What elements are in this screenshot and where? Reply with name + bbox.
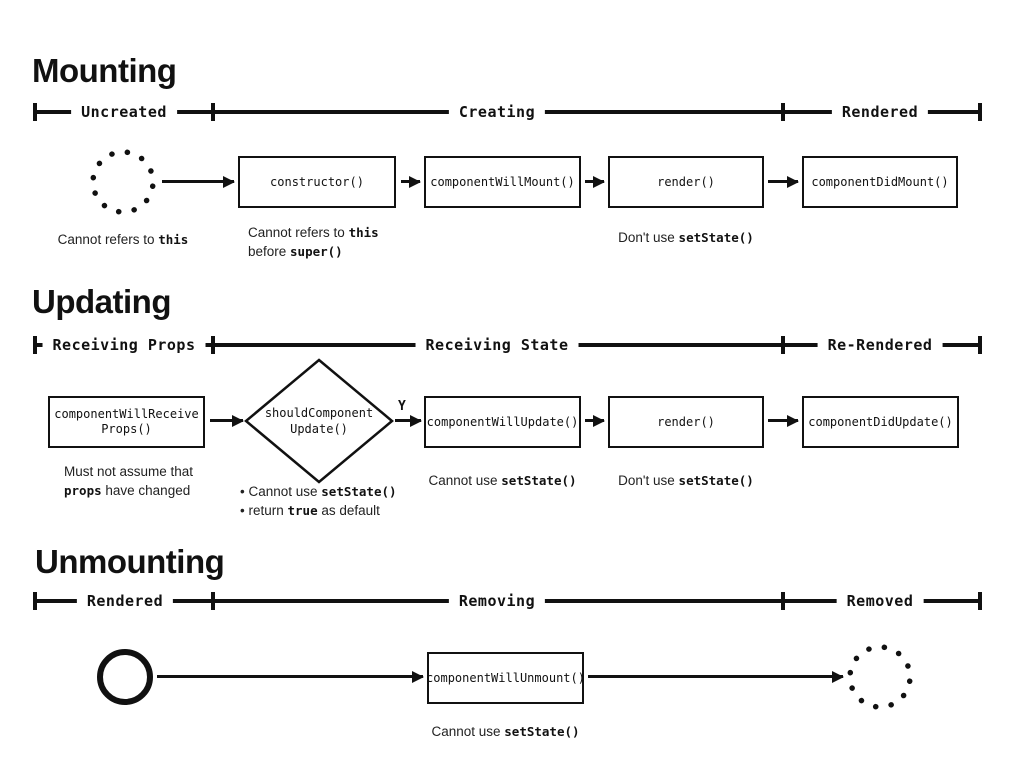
phase-label-rendered-unmounting: Rendered — [76, 592, 174, 610]
box-label: componentWillMount() — [430, 174, 575, 189]
lifecycle-box-component-will-mount: componentWillMount() — [424, 156, 581, 208]
phase-label-receiving-props: Receiving Props — [42, 336, 206, 354]
lifecycle-box-component-did-update: componentDidUpdate() — [802, 396, 959, 448]
note-line: • Cannot use setState() — [240, 483, 397, 502]
box-label: componentDidUpdate() — [808, 414, 953, 429]
note-text: Cannot refers to — [57, 232, 159, 247]
box-label: Props() — [101, 422, 152, 436]
timeline-tick — [781, 336, 785, 354]
flow-arrow — [585, 180, 604, 183]
note-will-receive-props: Must not assume that props have changed — [64, 463, 193, 500]
phase-label-removing: Removing — [448, 592, 546, 610]
note-will-unmount: Cannot use setState() — [427, 723, 584, 742]
flow-arrow — [588, 675, 843, 678]
phase-label-re-rendered: Re-Rendered — [817, 336, 943, 354]
note-text: as default — [317, 502, 380, 518]
note-text: Cannot refers to — [248, 225, 349, 240]
note-should-component-update: • Cannot use setState() • return true as… — [240, 483, 397, 520]
lifecycle-box-render-mounting: render() — [608, 156, 764, 208]
note-line: • return true as default — [240, 502, 397, 521]
note-uncreated: Cannot refers to this — [40, 231, 206, 250]
timeline-tick — [211, 103, 215, 121]
note-line: props have changed — [64, 482, 193, 501]
rendered-state-icon — [97, 649, 153, 705]
note-code: setState() — [678, 230, 754, 245]
note-will-update: Cannot use setState() — [424, 472, 581, 491]
note-text: before — [248, 243, 291, 259]
diamond-label-line: shouldComponent — [264, 406, 374, 420]
removed-state-icon — [847, 644, 913, 710]
phase-label-uncreated: Uncreated — [71, 103, 177, 121]
section-title-updating: Updating — [32, 283, 171, 320]
note-text: • Cannot use — [240, 484, 322, 499]
uncreated-state-icon — [90, 149, 156, 215]
note-code: super() — [290, 243, 343, 259]
timeline-tick — [33, 336, 37, 354]
note-text: Cannot use — [431, 724, 505, 739]
box-label: constructor() — [270, 174, 364, 189]
note-line: Must not assume that — [64, 464, 194, 479]
note-text: Don't use — [618, 473, 679, 488]
note-render-mounting: Don't use setState() — [608, 229, 764, 248]
section-title-unmounting: Unmounting — [35, 543, 225, 580]
note-line: before super() — [248, 243, 379, 262]
note-code: setState() — [321, 484, 397, 499]
timeline-tick — [978, 103, 982, 121]
timeline-tick — [781, 103, 785, 121]
phase-label-receiving-state: Receiving State — [415, 336, 579, 354]
box-label: render() — [657, 174, 715, 189]
lifecycle-box-component-will-receive-props: componentWillReceive Props() — [48, 396, 205, 448]
timeline-tick — [211, 592, 215, 610]
lifecycle-box-component-will-unmount: componentWillUnmount() — [426, 652, 585, 704]
box-label: render() — [657, 414, 715, 429]
note-text: • return — [240, 502, 288, 518]
note-code: setState() — [678, 473, 754, 488]
flow-arrow — [210, 419, 243, 422]
lifecycle-box-render-updating: render() — [608, 396, 764, 448]
diamond-label: shouldComponent Update() — [244, 358, 394, 484]
flow-arrow — [768, 419, 798, 422]
note-text: have changed — [101, 482, 191, 498]
decision-diamond-should-component-update — [244, 358, 394, 484]
lifecycle-box-component-will-update: componentWillUpdate() — [424, 396, 581, 448]
section-title-mounting: Mounting — [32, 52, 177, 89]
box-label: componentDidMount() — [811, 174, 949, 189]
timeline-tick — [211, 336, 215, 354]
flow-arrow — [157, 675, 423, 678]
timeline-tick — [781, 592, 785, 610]
note-code: props — [64, 482, 102, 498]
diamond-label-line: Update() — [290, 422, 348, 436]
flow-arrow — [162, 180, 234, 183]
box-label: componentWillUnmount() — [426, 670, 585, 685]
flow-arrow — [395, 419, 421, 422]
flow-arrow — [768, 180, 798, 183]
box-label: componentWillReceive — [54, 407, 199, 421]
box-label: componentWillUpdate() — [426, 414, 579, 429]
phase-label-rendered: Rendered — [831, 103, 929, 121]
note-text: Don't use — [618, 230, 679, 245]
timeline-tick — [978, 336, 982, 354]
yes-branch-label: Y — [398, 399, 406, 414]
note-code: true — [287, 502, 318, 518]
lifecycle-box-component-did-mount: componentDidMount() — [802, 156, 958, 208]
lifecycle-box-constructor: constructor() — [238, 156, 396, 208]
note-code: setState() — [501, 473, 577, 488]
timeline-tick — [33, 103, 37, 121]
timeline-tick — [33, 592, 37, 610]
note-text: Cannot use — [428, 473, 502, 488]
timeline-tick — [978, 592, 982, 610]
note-line: Cannot refers to this — [248, 224, 379, 243]
note-constructor: Cannot refers to this before super() — [248, 224, 379, 261]
note-render-updating: Don't use setState() — [608, 472, 764, 491]
note-code: this — [348, 225, 379, 240]
phase-label-removed: Removed — [836, 592, 924, 610]
flow-arrow — [401, 180, 420, 183]
note-code: this — [158, 232, 189, 247]
note-code: setState() — [504, 724, 580, 739]
phase-label-creating: Creating — [448, 103, 546, 121]
flow-arrow — [585, 419, 604, 422]
